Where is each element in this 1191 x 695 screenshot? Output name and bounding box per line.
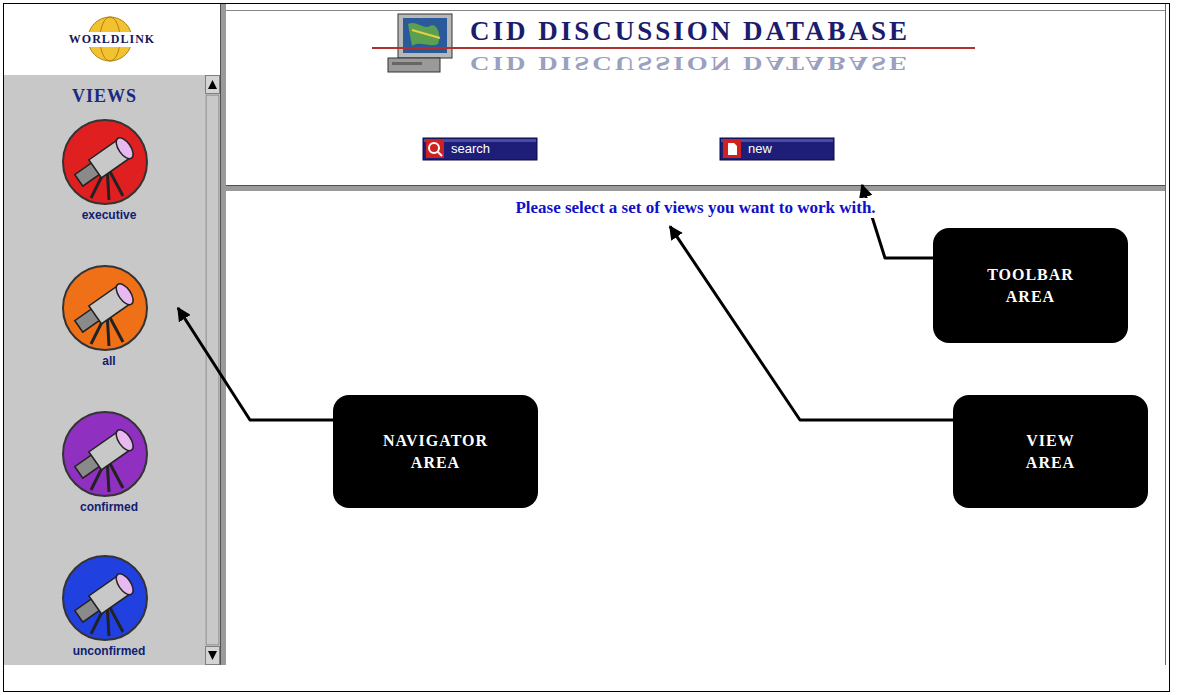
callout-text: VIEW AREA bbox=[1026, 430, 1075, 473]
logo-panel bbox=[4, 4, 220, 75]
frame-divider bbox=[220, 4, 226, 665]
icon-label: all bbox=[40, 354, 178, 368]
view-icon: confirmed bbox=[40, 408, 178, 516]
view-icon: unconfirmed bbox=[40, 552, 178, 660]
callout-text: NAVIGATOR AREA bbox=[383, 430, 488, 473]
computer-icon bbox=[388, 14, 452, 72]
icon-label: confirmed bbox=[40, 500, 178, 514]
frame-divider-edge bbox=[220, 4, 221, 665]
toolbar-button: new bbox=[720, 138, 834, 160]
frame-edge bbox=[1165, 4, 1166, 665]
callout-box: VIEW AREA bbox=[953, 395, 1148, 508]
leader-arrow bbox=[670, 226, 953, 420]
title-rule bbox=[372, 47, 975, 49]
callout-text: TOOLBAR AREA bbox=[987, 264, 1074, 307]
logo-box: WORLDLINK bbox=[4, 4, 220, 75]
callout-box: NAVIGATOR AREA bbox=[333, 395, 538, 508]
title-reflection: CID DISCUSSION DATABASE bbox=[470, 53, 910, 74]
icon-label: executive bbox=[40, 208, 178, 222]
navigator-panel bbox=[4, 75, 205, 665]
toolbar-button: search bbox=[423, 138, 537, 160]
frame-divider bbox=[226, 185, 1165, 191]
view-icon: executive bbox=[40, 116, 178, 224]
outer-frame bbox=[4, 4, 1170, 692]
toolbar-panel: CID DISCUSSION DATABASE CID DISCUSSION DA… bbox=[226, 4, 1165, 185]
callout-box: TOOLBAR AREA bbox=[933, 228, 1128, 343]
search-button bbox=[423, 138, 537, 160]
button-label: search bbox=[451, 141, 490, 157]
button-label: new bbox=[748, 141, 772, 157]
frame-edge bbox=[226, 10, 1165, 11]
view-icon: all bbox=[40, 262, 178, 370]
view-icons bbox=[63, 120, 147, 640]
icon-label: unconfirmed bbox=[40, 644, 178, 658]
logo-text: WORLDLINK bbox=[66, 32, 158, 47]
leader-arrow bbox=[178, 308, 333, 420]
page-title: CID DISCUSSION DATABASE bbox=[470, 16, 910, 46]
message-text: Please select a set of views you want to… bbox=[512, 198, 878, 218]
leader-arrow bbox=[862, 185, 933, 258]
panel-heading: VIEWS bbox=[4, 87, 205, 107]
frame-divider-edge bbox=[226, 185, 1165, 186]
new-button bbox=[720, 138, 834, 160]
view-panel bbox=[226, 191, 1165, 665]
toolbar-panel bbox=[226, 4, 1165, 185]
navigator-panel: VIEWS executive all confirmed unconfirmed bbox=[4, 75, 205, 665]
